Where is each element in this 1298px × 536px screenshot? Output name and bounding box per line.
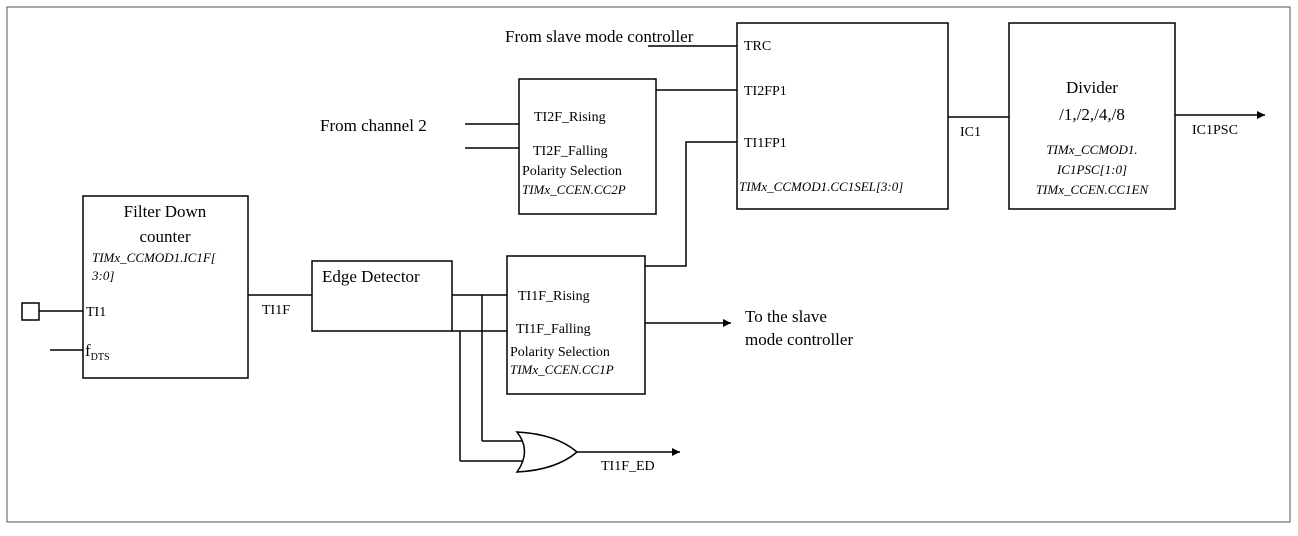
input-select-mux-block [736, 22, 949, 210]
signal-ic1-label: IC1 [960, 125, 981, 140]
wire-ti1fp1 [645, 141, 737, 267]
divider-register-line1: TIMx_CCMOD1. [1046, 142, 1137, 157]
mux-register: TIMx_CCMOD1.CC1SEL[3:0] [739, 179, 903, 194]
filter-port-ti1: TI1 [86, 305, 106, 320]
edge-detector-block [311, 260, 453, 332]
polarity-ch2-title: Polarity Selection [522, 164, 622, 179]
or-gate [515, 431, 579, 473]
polarity-selection-ch2-block [518, 78, 657, 215]
polarity-selection-ch1-block [506, 255, 646, 395]
ti1-input-pin [21, 302, 40, 321]
mux-port-ti2fp1: TI2FP1 [744, 84, 787, 99]
filter-register-line2: 3:0] [91, 268, 114, 283]
to-slave-line2: mode controller [745, 330, 853, 349]
polarity-ch2-rising: TI2F_Rising [534, 110, 606, 125]
divider-register-line3: TIMx_CCEN.CC1EN [1036, 182, 1150, 197]
from-slave-label: From slave mode controller [505, 27, 694, 46]
signal-ti1f-label: TI1F [262, 303, 290, 318]
mux-port-trc: TRC [744, 39, 771, 54]
filter-title-line1: Filter Down [124, 202, 207, 221]
polarity-ch1-title: Polarity Selection [510, 345, 610, 360]
diagram-frame [6, 6, 1291, 523]
divider-title: Divider [1066, 78, 1118, 97]
polarity-ch2-falling: TI2F_Falling [533, 144, 608, 159]
filter-title-line2: counter [140, 227, 191, 246]
filter-down-counter-block [82, 195, 249, 379]
filter-port-fdts: fDTS [85, 341, 110, 363]
polarity-ch2-register: TIMx_CCEN.CC2P [522, 182, 626, 197]
divider-block [1008, 22, 1176, 210]
from-channel2-label: From channel 2 [320, 116, 427, 135]
polarity-ch1-rising: TI1F_Rising [518, 289, 590, 304]
polarity-ch1-register: TIMx_CCEN.CC1P [510, 362, 614, 377]
divider-ratios: /1,/2,/4,/8 [1059, 105, 1125, 124]
edge-detector-title: Edge Detector [322, 267, 420, 286]
mux-port-ti1fp1: TI1FP1 [744, 136, 787, 151]
signal-ic1psc-label: IC1PSC [1192, 123, 1238, 138]
signal-ti1f-ed-label: TI1F_ED [601, 459, 655, 474]
filter-register-line1: TIMx_CCMOD1.IC1F[ [92, 250, 217, 265]
to-slave-line1: To the slave [745, 307, 827, 326]
divider-register-line2: IC1PSC[1:0] [1056, 162, 1127, 177]
polarity-ch1-falling: TI1F_Falling [516, 322, 591, 337]
